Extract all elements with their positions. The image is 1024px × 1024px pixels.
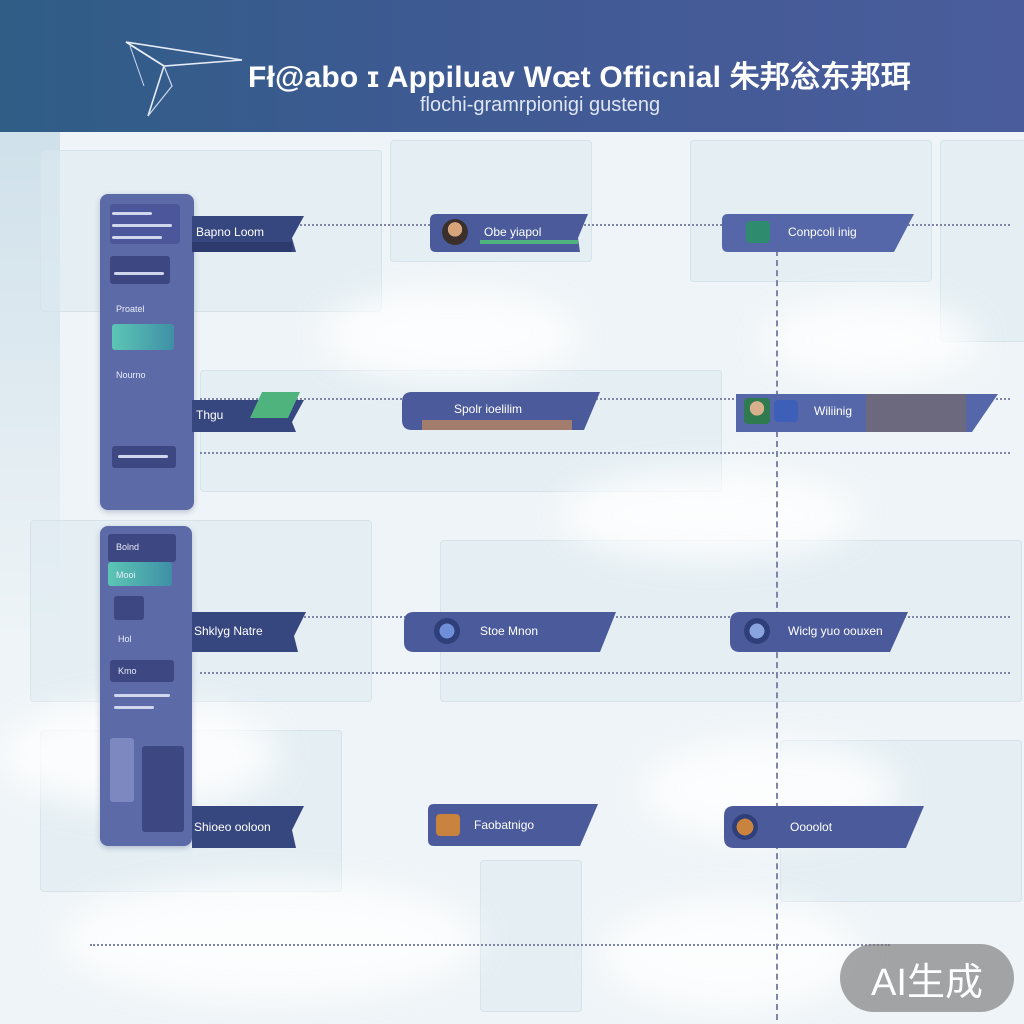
tag-label: Shioeo ooloon [194,820,271,834]
tag-shape [402,392,600,430]
sidebar-item-label: Mooi [116,570,136,580]
tag-right[interactable]: Wiclg yuo oouxen [730,612,908,652]
tag-shape [192,806,304,848]
sidebar-panel-top: Proatel Nourno [100,194,194,510]
tag-shape [192,392,304,432]
bg-panel [940,140,1024,342]
sidebar-item-label: Kmo [118,666,137,676]
sidebar-line [112,224,172,227]
sidebar-item-label: Nourno [116,370,146,380]
cloud [760,300,980,380]
tag-label: Stoe Mnon [480,624,539,638]
timeline-connector [200,452,1010,454]
sidebar-item-active[interactable] [108,562,172,586]
tag-shape [192,612,306,652]
tag-left[interactable]: Bapno Loom [192,214,304,252]
sidebar-block [110,256,170,284]
cloud [320,290,580,380]
tag-shape [736,394,998,432]
bg-panel [480,860,582,1012]
cloud [600,900,860,1010]
timeline-connector [200,672,1010,674]
sidebar-item-label: Bolnd [116,542,140,552]
sidebar-footer [142,746,184,832]
tag-right[interactable]: Conpcoli inig [722,214,914,252]
tag-label: Oooolot [790,820,833,834]
timeline-connector [200,398,1010,400]
sidebar-item-label: Proatel [116,304,145,314]
tag-middle[interactable]: Faobatnigo [428,804,598,846]
tag-shape [730,612,908,652]
tag-label: Spolr ioelilim [454,402,523,416]
sidebar-header [108,534,176,562]
globe-icon [744,618,770,644]
tag-label: Wiliinig [814,404,853,418]
sidebar-line [112,236,162,239]
sidebar-line [112,212,152,215]
paper-plane-icon [125,41,243,117]
sidebar-line [114,694,170,697]
tag-label: Obe yiapol [484,225,542,239]
folder-icon [746,221,770,243]
globe-icon [434,618,460,644]
tag-shape [192,216,304,252]
tag-label: Faobatnigo [474,818,535,832]
bg-panel [30,520,372,702]
cloud [60,880,480,1000]
tag-shape [722,214,914,252]
globe-icon [732,814,758,840]
tag-middle[interactable]: Spolr ioelilim [402,390,600,430]
cloud [560,470,860,560]
tag-middle[interactable]: Stoe Mnon [404,612,616,652]
tag-label: Conpcoli inig [788,225,857,239]
sidebar-line [114,272,164,275]
sidebar-panel-bottom: Bolnd Mooi Hol Kmo [100,526,192,846]
tag-shape [430,214,588,252]
sidebar-line [118,455,168,458]
tag-left[interactable]: Shklyg Natre [192,612,306,652]
tag-middle[interactable]: Obe yiapol [430,214,588,252]
person-avatar-icon [442,219,468,245]
tag-label: Thgu [196,408,224,422]
sidebar-line [114,706,154,709]
ai-generated-badge: AI生成 [840,944,1014,1012]
sidebar-block [114,596,144,620]
sidebar-widget [110,738,134,802]
bg-panel [690,140,932,282]
person-avatar-icon [744,398,770,424]
sidebar-block [110,660,174,682]
photo-icon [774,400,798,422]
timeline-connector [200,224,1010,226]
tag-label: Wiclg yuo oouxen [788,624,883,638]
sidebar-item-label: Hol [118,634,132,644]
sidebar-item-active[interactable] [112,324,174,350]
tag-left[interactable]: Thgu [192,392,304,432]
tag-right[interactable]: Oooolot [724,806,924,848]
timeline-connector [90,944,890,946]
page-subtitle: flochi-gramrpionigi gusteng [420,94,661,116]
tag-label: Bapno Loom [196,225,265,239]
tag-label: Shklyg Natre [194,624,263,638]
tag-left[interactable]: Shioeo ooloon [192,806,304,848]
photo-icon [436,814,460,836]
tag-shape [428,804,598,846]
header-banner: Fł@abo ɪ Appiluav Wœt Officnial 朱邦忩东邦珥 f… [0,0,1024,132]
tag-right[interactable]: Wiliinig [736,392,998,432]
page-title: Fł@abo ɪ Appiluav Wœt Officnial 朱邦忩东邦珥 [248,61,911,94]
tag-shape [724,806,924,848]
